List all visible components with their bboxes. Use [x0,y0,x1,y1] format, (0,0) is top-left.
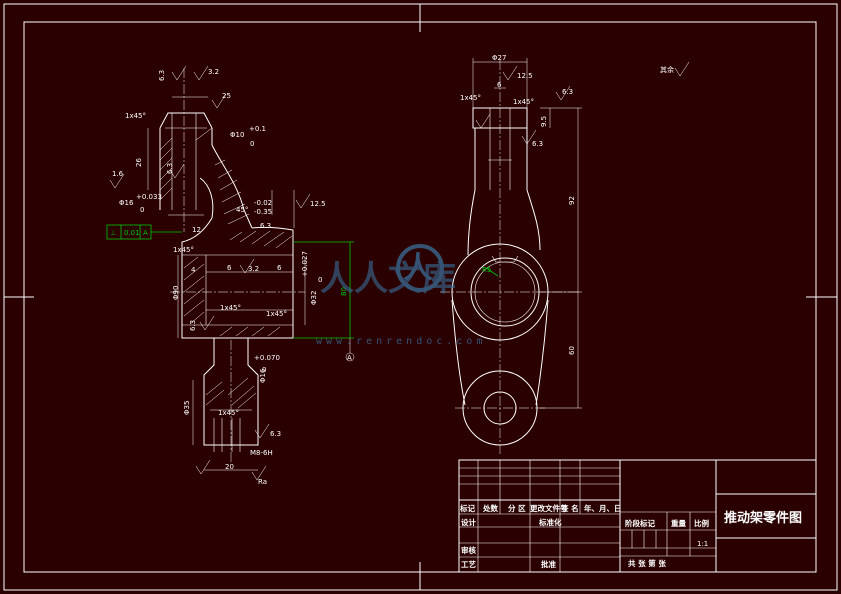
svg-text:6.3: 6.3 [562,88,573,96]
svg-text:工艺: 工艺 [461,559,476,569]
dim-chamfer-3: 1x45° [220,304,241,312]
right-elevation-view [440,58,582,455]
svg-text:比例: 比例 [694,518,709,528]
dim-chamfer-r2: 1x45° [513,98,534,106]
watermark-text: 人人文库 [320,259,456,299]
drawing-title: 推动架零件图 [724,510,802,526]
dim-6-b: 6 [277,264,282,272]
dim-phi10-lower: 0 [250,140,254,148]
dim-phi16-upper: +0.033 [136,193,162,201]
svg-text:更改文件号: 更改文件号 [530,503,568,513]
roughness-symbol: 12.5 6.3 6.3 其余 [475,61,690,148]
dim-thread: M8-6H [250,449,273,457]
dim-tol-upper: -0.02 [254,199,272,207]
dim-chamfer-5: 1x45° [218,409,239,417]
dim-phi35: Φ35 [183,401,191,415]
watermark-logo: 人 人人文库 www.renrendoc.com [316,244,486,347]
other-surfaces-label: 其余 [660,65,674,74]
dim-chamfer-1: 1x45° [125,112,146,120]
dim-phi16-lower: 0 [140,206,144,214]
svg-text:6.3: 6.3 [270,430,281,438]
svg-text:12.5: 12.5 [310,200,326,208]
dim-92: 92 [568,196,576,205]
scale-value: 1:1 [697,540,708,548]
tol-symbol: ⊥ [110,229,116,237]
geometric-tolerance-frame: ⊥ 0.01 A [110,229,148,237]
svg-text:分 区: 分 区 [508,503,526,513]
dim-phi10: Φ10 [230,131,244,139]
dim-6: 6 [497,81,502,89]
hatch-hub [183,230,293,337]
dim-45: 45° [236,206,248,214]
tol-datum: A [143,229,148,237]
dim-chamfer-2: 1x45° [173,246,194,254]
drawing-border [3,3,838,591]
dim-phi32: Φ32 [310,291,318,305]
svg-text:3.2: 3.2 [208,68,219,76]
dim-63-a: 6.3 [260,222,271,230]
svg-text:设计: 设计 [461,517,476,527]
datum-label: A [347,354,352,362]
svg-text:审核: 审核 [461,545,476,555]
svg-text:6.3: 6.3 [158,70,166,81]
hatch-arm [214,159,250,225]
svg-text:12.5: 12.5 [517,72,533,80]
left-section-view [106,68,355,471]
dim-4: 4 [191,266,196,274]
svg-text:人: 人 [403,251,433,286]
svg-text:批准: 批准 [541,559,556,569]
svg-text:25: 25 [222,92,231,100]
dim-20: 20 [225,463,234,471]
dim-phi16: Φ16 [119,199,134,207]
dim-phi90: Φ90 [172,286,180,300]
dim-phi32-lower: 0 [318,276,322,284]
dim-phi27: Φ27 [492,54,506,62]
right-view-annotations: Φ27 6 1x45° 1x45° 9.5 92 60 R5 12.5 6.3 … [460,54,690,355]
dim-phi10-upper: +0.1 [249,125,266,133]
dim-60: 60 [568,346,576,355]
dim-r5: R5 [482,266,491,274]
left-view-annotations: 1x45° Φ10 +0.1 0 26 Φ16 +0.033 0 12 4 1x… [109,65,352,486]
dim-phi16-b-upper: +0.070 [254,354,280,362]
dim-chamfer-r1: 1x45° [460,94,481,102]
dim-6-a: 6 [227,264,232,272]
tol-value: 0.01 [124,229,140,237]
svg-text:6.3: 6.3 [189,320,197,331]
dim-26: 26 [135,158,143,167]
svg-text:标准化: 标准化 [538,517,562,527]
dim-chamfer-4: 1x45° [266,310,287,318]
svg-text:阶段标记: 阶段标记 [625,518,655,528]
hatch-shaft [205,377,257,409]
title-block: 推动架零件图 标记 处数 分 区 更改文件号 签 名 年、月、日 设计 标准化 … [458,459,817,573]
svg-text:6.3: 6.3 [532,140,543,148]
svg-text:年、月、日: 年、月、日 [584,503,622,513]
svg-text:6.3: 6.3 [166,163,174,174]
svg-text:1.6: 1.6 [112,170,124,178]
dim-phi16-b-lower: 0 [262,366,266,374]
dim-12: 12 [192,226,201,234]
dim-80: 80 [340,287,348,296]
svg-text:Ra: Ra [258,478,267,486]
svg-text:处数: 处数 [482,503,498,513]
svg-text:签 名: 签 名 [560,503,579,513]
dim-phi32-upper: +0.027 [301,251,309,277]
svg-text:标记: 标记 [459,503,475,513]
dim-tol-lower: -0.35 [254,208,272,216]
sheet-count: 共 张 第 张 [628,558,666,568]
dim-phi16-b: Φ16 [259,368,267,383]
roughness-symbol: 6.3 3.2 25 1.6 6.3 12.5 6.3 3.2 6.3 Ra [109,65,326,486]
watermark-url: www.renrendoc.com [316,336,486,347]
dim-9-5: 9.5 [540,116,548,127]
svg-text:3.2: 3.2 [248,265,259,273]
svg-text:重量: 重量 [671,518,686,528]
